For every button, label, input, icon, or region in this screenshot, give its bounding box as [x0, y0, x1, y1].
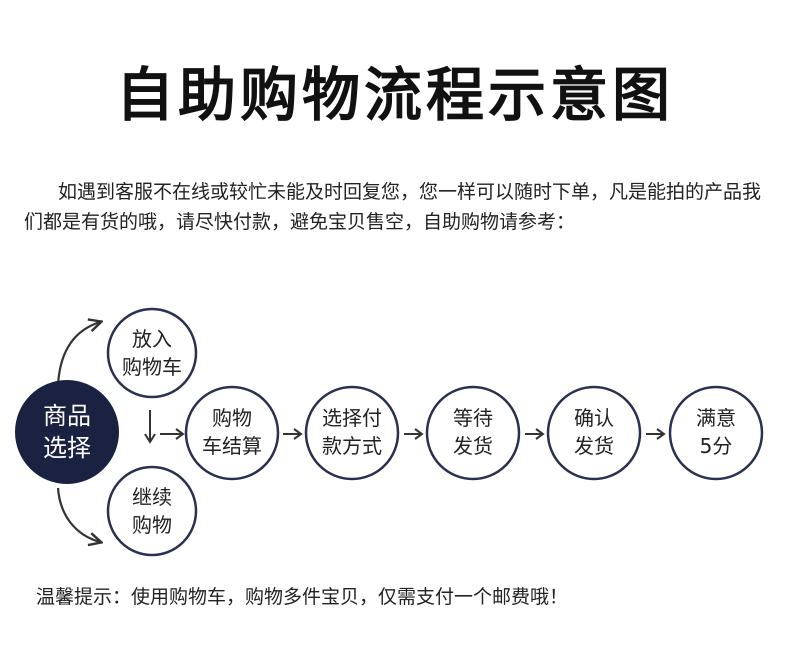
arrow-to-rate [646, 428, 666, 440]
node-confirm-line1: 确认 [574, 406, 614, 430]
curve-arrow-to-cart [56, 322, 100, 386]
arrow-to-checkout [160, 428, 185, 440]
node-wait-line1: 等待 [453, 406, 493, 430]
node-confirm: 确认 发货 [546, 385, 642, 481]
node-cart-line2: 购物车 [122, 355, 182, 379]
arrow-to-payment [283, 428, 303, 440]
node-rate: 满意 5分 [668, 385, 764, 481]
node-payment: 选择付 款方式 [304, 385, 400, 481]
arrow-to-confirm [525, 428, 545, 440]
node-wait: 等待 发货 [425, 385, 521, 481]
node-cart: 放入 购物车 [106, 307, 198, 399]
node-start-line1: 商品 [43, 402, 91, 430]
node-checkout-line2: 车结算 [202, 434, 262, 458]
node-continue-line1: 继续 [132, 485, 172, 509]
node-start: 商品 选择 [15, 380, 119, 484]
footer-tip: 温馨提示：使用购物车，购物多件宝贝，仅需支付一个邮费哦！ [36, 586, 569, 608]
node-checkout: 购物 车结算 [184, 385, 280, 481]
node-cart-line1: 放入 [132, 327, 172, 351]
down-arrow [144, 410, 156, 444]
node-continue: 继续 购物 [106, 465, 198, 557]
node-wait-line2: 发货 [453, 434, 493, 458]
node-payment-line1: 选择付 [322, 406, 382, 430]
node-checkout-line1: 购物 [212, 406, 252, 430]
intro-paragraph: 如遇到客服不在线或较忙未能及时回复您，您一样可以随时下单，凡是能拍的产品我们都是… [24, 181, 762, 233]
node-confirm-line2: 发货 [574, 434, 614, 458]
node-rate-line1: 满意 [696, 406, 736, 430]
arrow-to-wait [404, 428, 424, 440]
curve-arrow-to-continue [56, 487, 100, 542]
node-payment-line2: 款方式 [322, 434, 382, 458]
page-title: 自助购物流程示意图 [115, 61, 674, 129]
node-start-line2: 选择 [43, 434, 91, 462]
node-rate-line2: 5分 [700, 434, 733, 458]
node-continue-line2: 购物 [132, 513, 172, 537]
